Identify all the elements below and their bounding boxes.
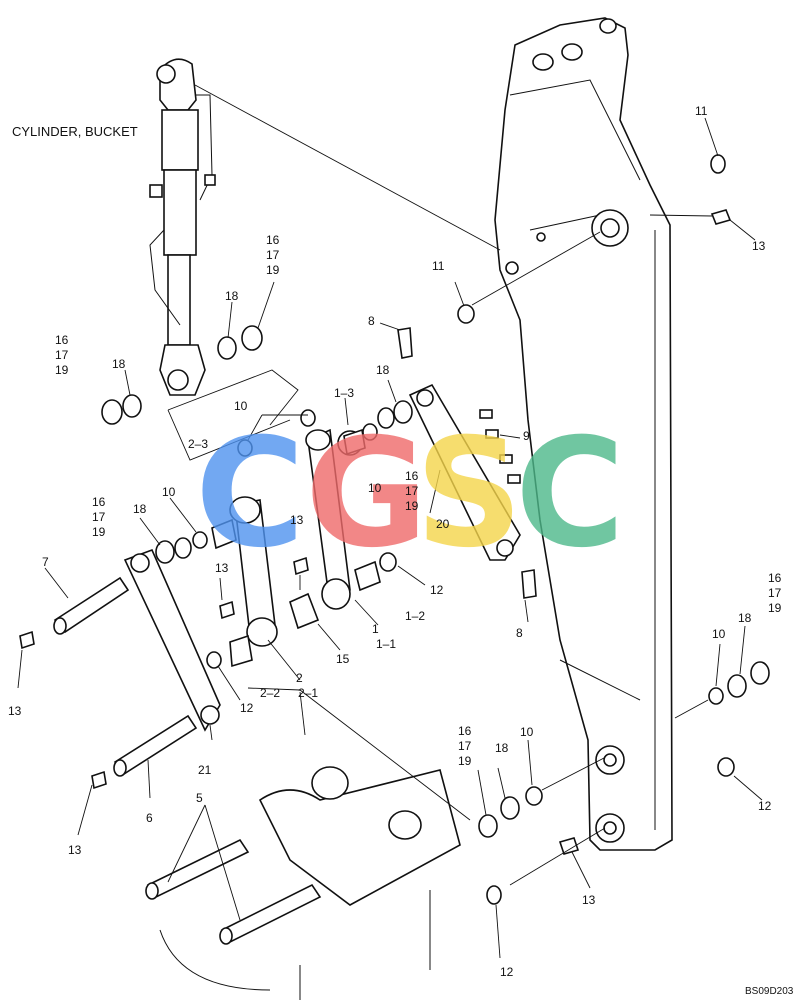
callout-17: 17 [92,510,106,524]
bushings [211,428,381,668]
drawing-code: BS09D203 [745,986,794,997]
bucket-bracket [159,766,461,1000]
callout-12: 12 [240,701,254,715]
callout-19: 19 [92,525,106,539]
callout-1-2: 1–2 [405,609,425,623]
callout-18: 18 [738,611,752,625]
diagram-title: CYLINDER, BUCKET [12,124,138,139]
callout-10: 10 [520,725,534,739]
callout-11: 11 [695,104,708,118]
callout-13: 13 [582,893,596,907]
callout-19: 19 [405,499,419,513]
callout-17: 17 [768,586,782,600]
watermark-letter-g: G [305,407,428,581]
callout-8: 8 [368,314,375,328]
callout-10: 10 [162,485,176,499]
callout-10: 10 [234,399,248,413]
callout-13: 13 [68,843,82,857]
watermark: C G S C [195,407,625,581]
callout-18: 18 [376,363,390,377]
watermark-letter-c2: C [515,407,625,581]
callout-18: 18 [112,357,126,371]
callout-2: 2 [296,671,303,685]
callout-18: 18 [225,289,239,303]
link-21 [123,548,221,732]
callout-1-1: 1–1 [376,637,396,651]
washers [101,154,770,905]
callout-11: 11 [432,259,445,273]
callout-2-2: 2–2 [260,686,280,700]
callout-19: 19 [55,363,69,377]
callout-18: 18 [133,502,147,516]
callout-17: 17 [266,248,280,262]
callout-9: 9 [523,429,530,443]
callout-10: 10 [368,481,382,495]
callout-21: 21 [198,763,212,777]
callout-19: 19 [266,263,280,277]
callout-12: 12 [758,799,772,813]
callout-6: 6 [146,811,153,825]
callout-20: 20 [436,517,450,531]
pin-6 [113,714,198,777]
callout-17: 17 [55,348,69,362]
callout-16: 16 [92,495,106,509]
callout-7: 7 [42,555,49,569]
part-callouts: 11 13 11 16 17 19 18 16 17 19 18 8 18 1–… [8,104,782,979]
pins-5 [145,838,322,945]
callout-8: 8 [516,626,523,640]
callout-16: 16 [405,469,419,483]
callout-17: 17 [405,484,419,498]
callout-2-3: 2–3 [188,437,208,451]
pin-7 [53,576,130,635]
link-1 [305,428,363,610]
callout-1-3: 1–3 [334,386,354,400]
callout-16: 16 [266,233,280,247]
callout-16: 16 [458,724,472,738]
callout-10: 10 [712,627,726,641]
callout-16: 16 [768,571,782,585]
callout-1: 1 [372,622,379,636]
grease-fittings [19,209,732,855]
callout-13: 13 [215,561,229,575]
watermark-letter-c1: C [195,407,305,581]
link-2 [229,496,278,647]
watermark-letter-s: S [415,407,523,581]
callout-13: 13 [8,704,22,718]
leader-lines [17,84,763,959]
callout-19: 19 [458,754,472,768]
callout-13: 13 [752,239,766,253]
bucket-cylinder [149,58,216,396]
callout-12: 12 [500,965,514,979]
arm-assembly [494,17,673,851]
callout-16: 16 [55,333,69,347]
callout-2-1: 2–1 [298,686,318,700]
callout-19: 19 [768,601,782,615]
callout-5: 5 [196,791,203,805]
callout-15: 15 [336,652,350,666]
callout-13: 13 [290,513,304,527]
callout-18: 18 [495,741,509,755]
link-20 [408,383,521,561]
callout-12: 12 [430,583,444,597]
callout-17: 17 [458,739,472,753]
